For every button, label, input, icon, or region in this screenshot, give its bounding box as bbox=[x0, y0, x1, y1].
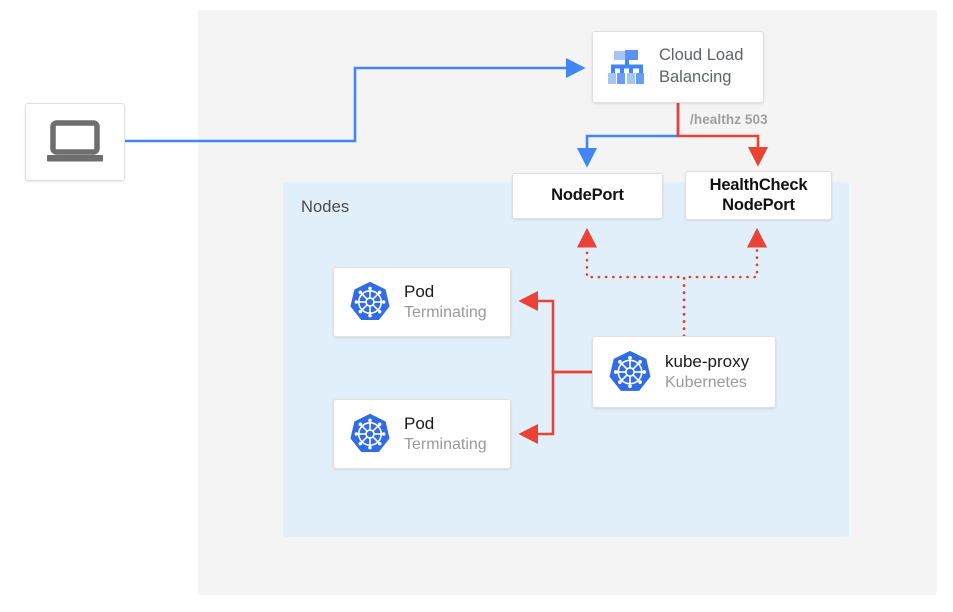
kube-proxy-text: kube-proxy Kubernetes bbox=[665, 351, 749, 393]
nodeport-card: NodePort bbox=[512, 173, 663, 219]
cloud-load-balancing-icon bbox=[605, 47, 649, 87]
healthcheck-nodeport-label-line2: NodePort bbox=[722, 195, 795, 214]
pod-title: Pod bbox=[404, 281, 435, 301]
kubernetes-icon bbox=[348, 280, 392, 324]
cloud-load-balancing-label-line1: Cloud Load bbox=[659, 46, 744, 65]
healthcheck-nodeport-label-line1: HealthCheck bbox=[709, 175, 808, 194]
cloud-load-balancing-card: Cloud Load Balancing bbox=[592, 31, 764, 103]
kubernetes-icon bbox=[348, 412, 392, 456]
cloud-load-balancing-label-line2: Balancing bbox=[659, 68, 732, 86]
nodeport-label: NodePort bbox=[551, 186, 624, 205]
laptop-icon bbox=[46, 120, 104, 164]
kubernetes-icon bbox=[607, 349, 653, 395]
pod-text: Pod Terminating bbox=[404, 413, 487, 455]
kube-proxy-card: kube-proxy Kubernetes bbox=[592, 336, 776, 408]
pod-title: Pod bbox=[404, 413, 435, 433]
cloud-load-balancing-label: Cloud Load Balancing bbox=[659, 45, 743, 89]
kube-proxy-title: kube-proxy bbox=[665, 351, 750, 371]
healthcheck-nodeport-label: HealthCheck NodePort bbox=[710, 176, 808, 216]
nodes-region-label: Nodes bbox=[301, 198, 350, 216]
pod-card: Pod Terminating bbox=[333, 399, 511, 469]
pod-card: Pod Terminating bbox=[333, 267, 511, 337]
healthz-connector-label: /healthz 503 bbox=[690, 112, 768, 127]
pod-text: Pod Terminating bbox=[404, 281, 487, 323]
client-card bbox=[25, 103, 125, 181]
pod-subtitle: Terminating bbox=[404, 435, 487, 453]
healthcheck-nodeport-card: HealthCheck NodePort bbox=[685, 171, 832, 220]
kube-proxy-subtitle: Kubernetes bbox=[665, 373, 747, 391]
pod-subtitle: Terminating bbox=[404, 303, 487, 321]
